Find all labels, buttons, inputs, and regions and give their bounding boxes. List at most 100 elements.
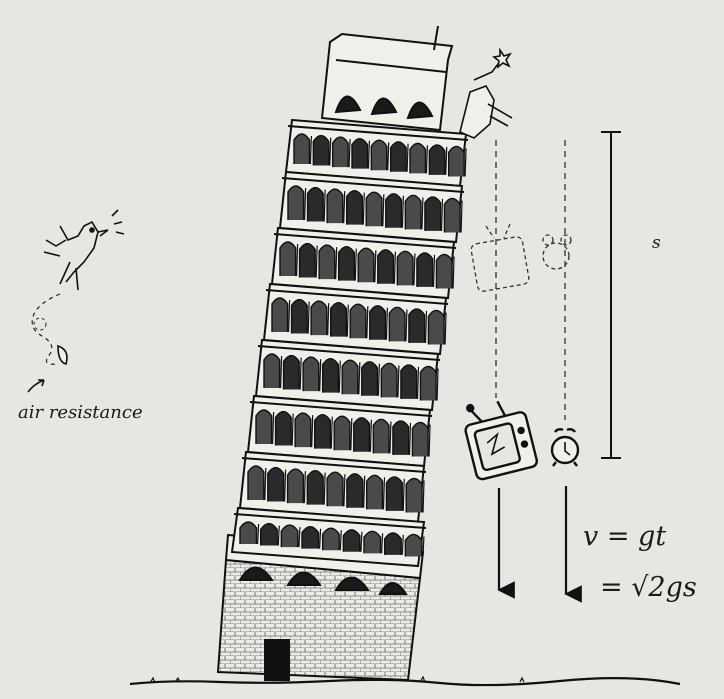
tower-column	[460, 200, 463, 233]
tower-arch	[405, 477, 423, 513]
tower-column	[296, 243, 299, 277]
tower-column	[382, 477, 386, 510]
tower-arch	[416, 252, 434, 287]
tower-column	[421, 197, 424, 230]
tower-column	[350, 418, 353, 451]
tower-arch	[333, 415, 351, 451]
tower-arch	[385, 476, 403, 511]
alarm-clock-icon	[550, 428, 580, 467]
tower-arch	[372, 418, 390, 454]
distance-bracket	[601, 131, 621, 459]
tower-arch	[306, 469, 324, 505]
tower-column	[397, 365, 400, 398]
tv-ghost-icon	[470, 223, 530, 292]
tower-column	[436, 368, 439, 401]
tower-arch	[408, 308, 426, 343]
tower-cornice	[273, 233, 457, 249]
tower-column	[369, 419, 372, 452]
tower-column	[362, 192, 365, 225]
tower-arch	[290, 298, 308, 334]
tower-column	[346, 304, 349, 337]
tower-column	[432, 254, 436, 287]
tower-column	[307, 301, 310, 334]
tower-arch	[351, 137, 369, 169]
tower-arch	[370, 139, 388, 171]
tower-arch	[447, 145, 465, 177]
annotation-arrow	[27, 379, 45, 393]
tower-arch	[365, 191, 383, 227]
tv-icon	[464, 400, 538, 481]
feather-icon	[57, 344, 68, 365]
tower-column	[377, 363, 380, 396]
tower-column	[405, 309, 408, 342]
tower-column	[311, 415, 314, 448]
tower-arch	[294, 412, 312, 448]
tower-column	[424, 310, 428, 343]
tower-cornice	[265, 289, 449, 305]
tower-arch	[312, 134, 330, 166]
tower-arch	[318, 244, 336, 280]
tower-column	[360, 531, 363, 552]
tower-cornice	[281, 177, 465, 193]
tower-arch	[329, 301, 348, 337]
tower-column	[303, 471, 306, 504]
tower-column	[428, 424, 431, 457]
tower-column	[408, 422, 412, 455]
tower-column	[416, 366, 420, 399]
tower-column	[330, 416, 333, 449]
tower-arch	[279, 241, 297, 276]
tower-column	[343, 191, 346, 224]
tower-column	[323, 472, 326, 505]
tower-arch	[298, 242, 316, 278]
tower-column	[374, 250, 377, 283]
tower-arch	[274, 410, 292, 446]
tower-arch	[293, 133, 311, 164]
tower-arch	[435, 253, 453, 289]
tower-column	[264, 467, 267, 501]
tower-arch	[271, 297, 289, 332]
velocity-equation-1: v = gt	[583, 521, 666, 552]
tower-arch	[404, 533, 423, 557]
tower-cornice	[249, 401, 433, 417]
tower-column	[445, 146, 448, 175]
tower-arch	[411, 421, 429, 457]
tower-arch	[280, 524, 299, 548]
tower-arch	[353, 417, 371, 452]
tower-column	[280, 355, 283, 389]
tower-column	[401, 195, 404, 228]
tower-arch	[255, 409, 273, 444]
tower-arch	[326, 471, 344, 507]
tower-column	[257, 523, 260, 545]
tower-column	[291, 413, 294, 446]
tower-arch	[345, 189, 364, 225]
tower-column	[299, 357, 302, 390]
tower-column	[385, 307, 388, 340]
tower-column	[366, 306, 369, 339]
tower-arch	[286, 468, 305, 504]
tower-arch	[388, 306, 406, 342]
tower-column	[338, 360, 341, 393]
feather-fall-path	[31, 293, 61, 365]
tower-arch	[267, 466, 285, 502]
tower-column	[335, 247, 338, 280]
tower-arch	[357, 247, 375, 283]
tower-arch	[363, 530, 382, 554]
tower-column	[277, 525, 280, 546]
tower-column	[319, 528, 322, 549]
air-resistance-label: air resistance	[18, 402, 143, 423]
bird-icon	[43, 209, 125, 291]
tower-arch	[377, 249, 395, 284]
tower-column	[323, 189, 326, 222]
tower-arch	[392, 420, 410, 455]
tower-column	[343, 474, 346, 507]
tower-arch	[404, 194, 422, 230]
tower-cornice	[233, 513, 427, 529]
tower-column	[304, 187, 307, 221]
tower-arch	[282, 354, 300, 390]
tower-column	[358, 362, 361, 395]
tower-arch	[326, 188, 344, 224]
tower-cornice	[257, 345, 441, 361]
tower-arch	[302, 356, 320, 392]
velocity-equation-2: = √2gs	[600, 572, 697, 603]
